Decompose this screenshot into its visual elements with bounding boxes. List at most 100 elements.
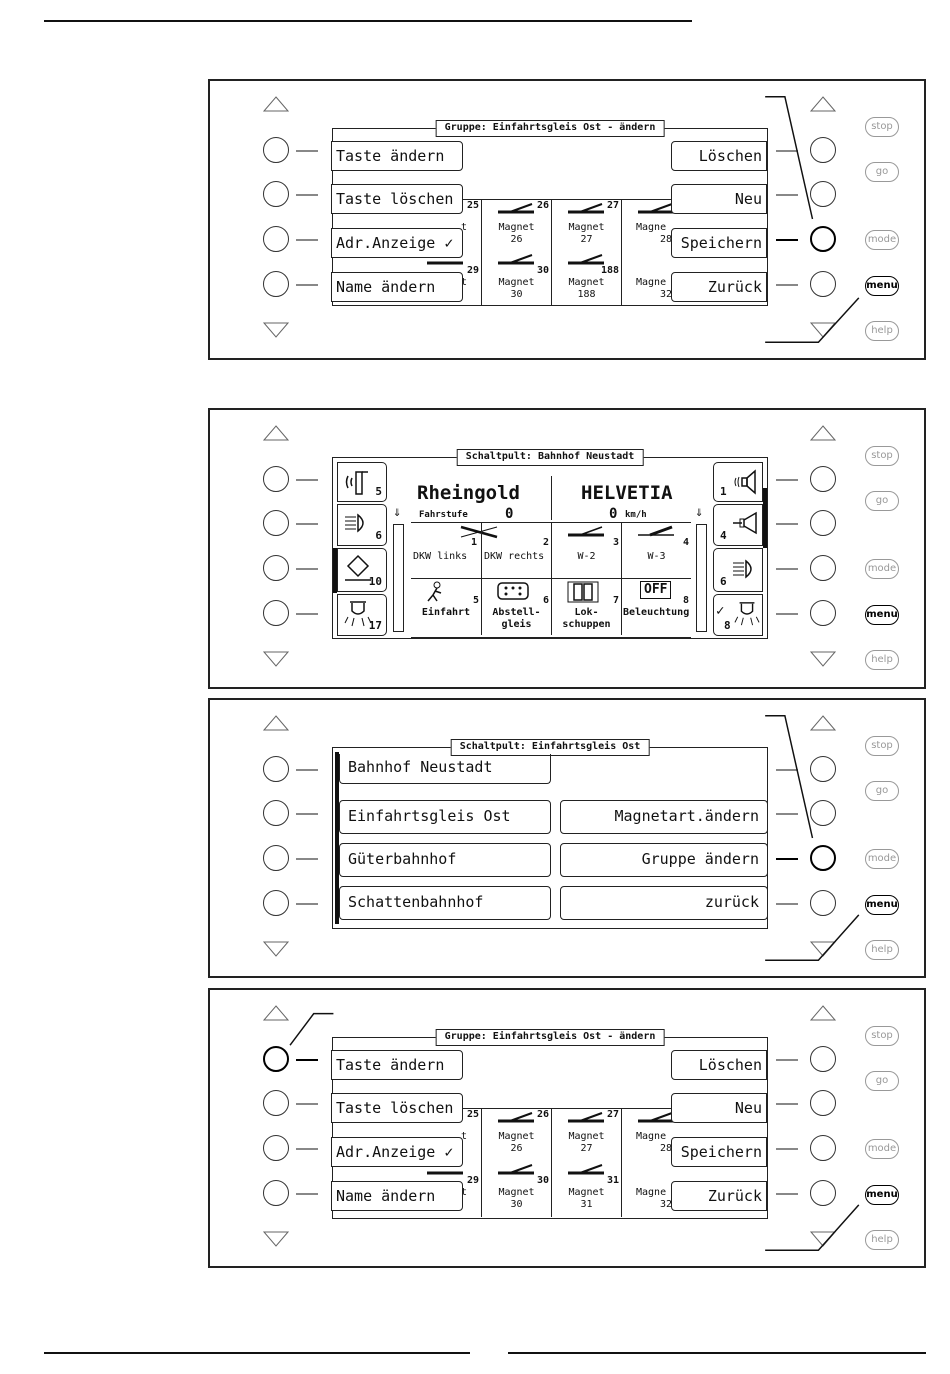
zurueck-button[interactable]: zurück xyxy=(560,886,768,920)
right-softkey-knob-2[interactable] xyxy=(810,800,836,826)
right-softkey-knob-1[interactable] xyxy=(810,756,836,782)
fn-key-17[interactable]: 17 xyxy=(337,594,387,636)
right-softkey-knob-3[interactable] xyxy=(810,555,836,581)
up-arrow-left-icon[interactable] xyxy=(263,715,289,731)
right-softkey-knob-2[interactable] xyxy=(810,1090,836,1116)
up-arrow-right-icon[interactable] xyxy=(810,425,836,441)
left-softkey-knob-1[interactable] xyxy=(263,756,289,782)
fn-key-10[interactable]: 10 xyxy=(337,548,387,592)
fn-key-5[interactable]: 5 xyxy=(337,462,387,502)
softkey-adr-anzeige[interactable]: Adr.Anzeige ✓ xyxy=(331,228,463,258)
right-softkey-knob-1[interactable] xyxy=(810,137,836,163)
mode-button[interactable]: mode xyxy=(865,230,899,250)
right-softkey-knob-2[interactable] xyxy=(810,181,836,207)
left-softkey-knob-2[interactable] xyxy=(263,1090,289,1116)
up-arrow-right-icon[interactable] xyxy=(810,1005,836,1021)
right-softkey-knob-4[interactable] xyxy=(810,1180,836,1206)
down-arrow-left-icon[interactable] xyxy=(263,1231,289,1247)
up-arrow-left-icon[interactable] xyxy=(263,425,289,441)
gruppe-aendern-button[interactable]: Gruppe ändern xyxy=(560,843,768,877)
down-arrow-right-icon[interactable] xyxy=(810,941,836,957)
softkey-loeschen[interactable]: Löschen xyxy=(671,1050,767,1080)
left-softkey-knob-3[interactable] xyxy=(263,1135,289,1161)
left-softkey-knob-4[interactable] xyxy=(263,600,289,626)
right-softkey-knob-4[interactable] xyxy=(810,890,836,916)
up-arrow-right-icon[interactable] xyxy=(810,96,836,112)
right-softkey-knob-4[interactable] xyxy=(810,271,836,297)
softkey-speichern[interactable]: Speichern xyxy=(671,1137,767,1167)
left-softkey-knob-1[interactable] xyxy=(263,137,289,163)
softkey-taste-loeschen[interactable]: Taste löschen xyxy=(331,1093,463,1123)
right-softkey-knob-3-pressed[interactable] xyxy=(810,845,836,871)
scrollbar-right[interactable] xyxy=(763,488,767,548)
menu-button[interactable]: menu xyxy=(865,1185,899,1205)
softkey-taste-loeschen[interactable]: Taste löschen xyxy=(331,184,463,214)
menu-button[interactable]: menu xyxy=(865,605,899,625)
fn-key-6-right[interactable]: 6 xyxy=(713,548,763,592)
softkey-adr-anzeige[interactable]: Adr.Anzeige ✓ xyxy=(331,1137,463,1167)
right-softkey-knob-2[interactable] xyxy=(810,510,836,536)
left-softkey-knob-4[interactable] xyxy=(263,271,289,297)
down-arrow-right-icon[interactable] xyxy=(810,651,836,667)
right-softkey-knob-1[interactable] xyxy=(810,1046,836,1072)
softkey-name-aendern[interactable]: Name ändern xyxy=(331,272,463,302)
fn-key-4[interactable]: 4 xyxy=(713,504,763,546)
softkey-zurueck[interactable]: Zurück xyxy=(671,1181,767,1211)
up-arrow-left-icon[interactable] xyxy=(263,1005,289,1021)
up-arrow-left-icon[interactable] xyxy=(263,96,289,112)
stop-button[interactable]: stop xyxy=(865,117,899,137)
down-arrow-right-icon[interactable] xyxy=(810,322,836,338)
scrollbar[interactable] xyxy=(335,752,339,924)
softkey-taste-aendern[interactable]: Taste ändern xyxy=(331,141,463,171)
softkey-zurueck[interactable]: Zurück xyxy=(671,272,767,302)
fn-key-8[interactable]: ✓ 8 xyxy=(713,594,763,636)
down-arrow-left-icon[interactable] xyxy=(263,322,289,338)
menu-item-gueterbahnhof[interactable]: Güterbahnhof xyxy=(339,843,551,877)
left-softkey-knob-3[interactable] xyxy=(263,226,289,252)
fn-key-6[interactable]: 6 xyxy=(337,504,387,546)
left-softkey-knob-2[interactable] xyxy=(263,800,289,826)
left-softkey-knob-1[interactable] xyxy=(263,466,289,492)
left-softkey-knob-3[interactable] xyxy=(263,845,289,871)
menu-button[interactable]: menu xyxy=(865,895,899,915)
right-softkey-knob-4[interactable] xyxy=(810,600,836,626)
left-softkey-knob-1-pressed[interactable] xyxy=(263,1046,289,1072)
up-arrow-right-icon[interactable] xyxy=(810,715,836,731)
softkey-taste-aendern[interactable]: Taste ändern xyxy=(331,1050,463,1080)
left-softkey-knob-2[interactable] xyxy=(263,510,289,536)
left-softkey-knob-2[interactable] xyxy=(263,181,289,207)
scrollbar-left[interactable] xyxy=(333,548,337,593)
softkey-neu[interactable]: Neu xyxy=(671,184,767,214)
go-button[interactable]: go xyxy=(865,1071,899,1091)
left-softkey-knob-3[interactable] xyxy=(263,555,289,581)
menu-item-schattenbahnhof[interactable]: Schattenbahnhof xyxy=(339,886,551,920)
right-softkey-knob-3-pressed[interactable] xyxy=(810,226,836,252)
magnetart-aendern-button[interactable]: Magnetart.ändern xyxy=(560,800,768,834)
down-arrow-left-icon[interactable] xyxy=(263,941,289,957)
stop-button[interactable]: stop xyxy=(865,446,899,466)
help-button[interactable]: help xyxy=(865,321,899,341)
go-button[interactable]: go xyxy=(865,491,899,511)
left-softkey-knob-4[interactable] xyxy=(263,1180,289,1206)
help-button[interactable]: help xyxy=(865,650,899,670)
softkey-name-aendern[interactable]: Name ändern xyxy=(331,1181,463,1211)
fn-key-1[interactable]: 1 xyxy=(713,462,763,502)
